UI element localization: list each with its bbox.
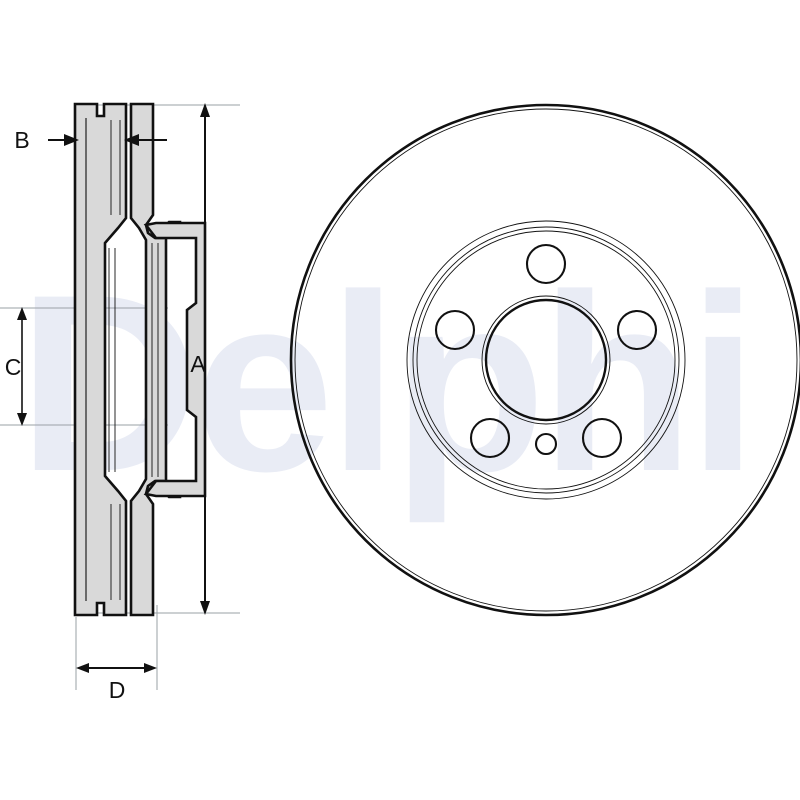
dimension-D-label: D: [109, 677, 126, 703]
dimension-B: B: [14, 127, 167, 153]
bolt-hole: [616, 309, 658, 351]
watermark-text: Delphi: [18, 243, 752, 524]
hat-ring-inner: [416, 230, 676, 490]
locator-hole: [534, 432, 558, 456]
dimension-D-arrow-right: [144, 663, 157, 673]
centre-bore: [484, 298, 608, 422]
disc-outer-edge: [289, 103, 800, 617]
section-internal-lines: [108, 120, 159, 600]
centre-bore-outer: [481, 295, 611, 425]
dimension-D-arrow-left: [76, 663, 89, 673]
dimension-A: A: [190, 103, 210, 615]
dimension-B-label: B: [14, 127, 29, 153]
dimension-A-label: A: [190, 351, 206, 377]
cross-section-view: [0, 102, 240, 690]
section-outboard-plate: [73, 102, 128, 617]
dimension-A-arrow-bottom: [200, 601, 210, 615]
bolt-hole: [434, 309, 476, 351]
dimension-C: C: [5, 307, 27, 426]
bolt-hole: [581, 417, 623, 459]
disc-outer-edge-inner: [294, 108, 798, 612]
hat-ring-outer: [406, 220, 686, 500]
hat-ring-mid: [412, 226, 680, 494]
face-view: [289, 103, 800, 617]
dimension-C-arrow-top: [17, 307, 27, 320]
watermark-delphi: Delphi: [18, 243, 758, 524]
dimension-B-arrow-left: [64, 134, 79, 146]
dimension-A-arrow-top: [200, 103, 210, 117]
bolt-hole: [525, 243, 567, 285]
dimension-D: D: [76, 663, 157, 703]
bolt-hole: [469, 417, 511, 459]
dimension-B-arrow-right: [124, 134, 139, 146]
dimension-C-label: C: [5, 354, 22, 380]
dimension-C-arrow-bottom: [17, 413, 27, 426]
